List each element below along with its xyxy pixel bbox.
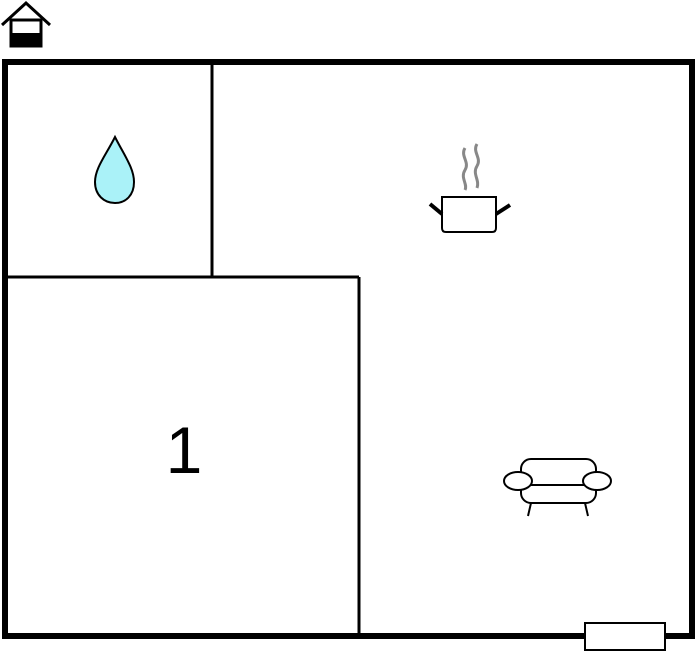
house-entrance-icon	[0, 0, 52, 48]
bedroom-1-label: 1	[166, 413, 203, 487]
cooking-pot-icon	[428, 143, 512, 233]
sofa-icon	[503, 458, 612, 517]
water-drop-icon	[93, 134, 136, 205]
window	[584, 622, 666, 651]
outer-wall	[2, 59, 695, 639]
